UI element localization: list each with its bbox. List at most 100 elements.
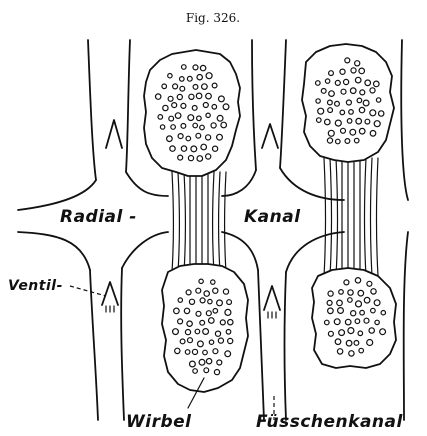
stereom-pore bbox=[217, 300, 223, 306]
stereom-pore bbox=[337, 300, 343, 306]
stereom-pore bbox=[381, 311, 385, 315]
stereom-pore bbox=[220, 320, 225, 325]
stereom-pore bbox=[168, 74, 172, 78]
stereom-pore bbox=[217, 134, 223, 140]
stereom-pore bbox=[316, 99, 320, 103]
stereom-pore bbox=[336, 139, 341, 144]
stereom-pore bbox=[180, 86, 185, 91]
stereom-pore bbox=[215, 331, 220, 336]
stereom-pore bbox=[379, 111, 384, 116]
stereom-pore bbox=[328, 308, 334, 314]
label-ventil: Ventil- bbox=[8, 278, 63, 294]
stereom-pore bbox=[358, 331, 363, 336]
stereom-pore bbox=[349, 351, 354, 356]
stereom-pore bbox=[348, 298, 353, 303]
stereom-pore bbox=[218, 338, 223, 343]
stereom-pore bbox=[328, 100, 333, 105]
stereom-pore bbox=[187, 321, 192, 326]
stereom-pore bbox=[354, 138, 359, 143]
stereom-pore bbox=[359, 68, 365, 74]
stereom-pore bbox=[363, 100, 369, 106]
stereom-pore bbox=[186, 290, 191, 295]
stereom-pore bbox=[328, 130, 334, 136]
stereom-pore bbox=[206, 154, 211, 159]
stereom-pore bbox=[364, 297, 370, 303]
stereom-pore bbox=[158, 115, 163, 120]
stereom-pore bbox=[190, 361, 196, 367]
stereom-pore bbox=[196, 288, 201, 293]
stereom-pore bbox=[189, 94, 194, 99]
stereom-pore bbox=[199, 359, 205, 365]
stereom-pore bbox=[202, 84, 208, 90]
stereom-pore bbox=[182, 65, 187, 70]
stereom-pore bbox=[156, 94, 161, 99]
stereom-pore bbox=[175, 348, 180, 353]
stereom-pore bbox=[226, 330, 231, 335]
stereom-pore bbox=[212, 83, 217, 88]
stereom-pore bbox=[371, 289, 376, 294]
stereom-pore bbox=[180, 77, 185, 82]
stereom-pore bbox=[338, 308, 344, 314]
stereom-pore bbox=[329, 71, 334, 76]
stereom-pore bbox=[193, 123, 198, 128]
stereom-pore bbox=[335, 120, 341, 126]
stereom-pore bbox=[334, 319, 340, 325]
stereom-pore bbox=[223, 104, 229, 110]
stereom-pore bbox=[178, 298, 182, 302]
stereom-pore bbox=[328, 291, 333, 296]
stereom-pore bbox=[357, 98, 362, 103]
left-muscle-fibres bbox=[172, 172, 226, 272]
stereom-pore bbox=[172, 103, 177, 108]
stereom-pore bbox=[335, 101, 340, 106]
stereom-pore bbox=[204, 291, 209, 296]
stereom-pore bbox=[355, 61, 360, 66]
stereom-pore bbox=[162, 84, 167, 89]
stereom-pore bbox=[212, 105, 217, 110]
stereom-pore bbox=[325, 79, 329, 83]
stereom-pore bbox=[178, 134, 183, 139]
stereom-pore bbox=[206, 311, 211, 316]
stereom-pore bbox=[348, 328, 354, 334]
stereom-pore bbox=[325, 119, 331, 125]
stereom-pore bbox=[211, 123, 216, 128]
stereom-pore bbox=[374, 121, 380, 127]
stereom-pore bbox=[359, 348, 364, 353]
stereom-pore bbox=[185, 350, 190, 355]
stereom-pore bbox=[367, 340, 373, 346]
stereom-pore bbox=[213, 146, 218, 151]
stereom-pore bbox=[359, 128, 365, 134]
stereom-pore bbox=[335, 80, 340, 85]
stereom-pore bbox=[367, 281, 372, 286]
stereom-pore bbox=[206, 135, 211, 140]
stereom-pore bbox=[203, 103, 208, 108]
stereom-pore bbox=[198, 341, 204, 347]
label-kanal: Kanal bbox=[244, 207, 301, 227]
stereom-pore bbox=[181, 146, 186, 151]
stereom-pore bbox=[206, 93, 212, 99]
stereom-pore bbox=[350, 129, 356, 135]
stereom-pore bbox=[355, 77, 361, 83]
label-radial: Radial - bbox=[60, 207, 137, 227]
stereom-pore bbox=[206, 73, 212, 79]
stereom-pore bbox=[317, 118, 322, 123]
stereom-pore bbox=[345, 319, 351, 325]
stereom-pore bbox=[200, 65, 205, 70]
stereom-pore bbox=[211, 280, 215, 284]
stereom-pore bbox=[374, 300, 380, 306]
stereom-pore bbox=[321, 89, 326, 94]
stereom-pore bbox=[191, 146, 197, 152]
stereom-pore bbox=[225, 351, 231, 357]
stereom-pore bbox=[348, 290, 353, 295]
stereom-pore bbox=[193, 85, 198, 90]
stereom-pore bbox=[209, 340, 213, 344]
stereom-pore bbox=[185, 330, 190, 335]
stereom-pore bbox=[350, 88, 356, 94]
stereom-pore bbox=[359, 107, 364, 112]
stereom-pore bbox=[196, 93, 202, 99]
label-wirbel: Wirbel bbox=[126, 412, 192, 432]
stereom-pore bbox=[327, 300, 332, 305]
stereom-pore bbox=[201, 144, 207, 150]
stereom-pore bbox=[380, 329, 386, 335]
stereom-pore bbox=[184, 308, 189, 313]
stereom-pore bbox=[214, 370, 219, 375]
